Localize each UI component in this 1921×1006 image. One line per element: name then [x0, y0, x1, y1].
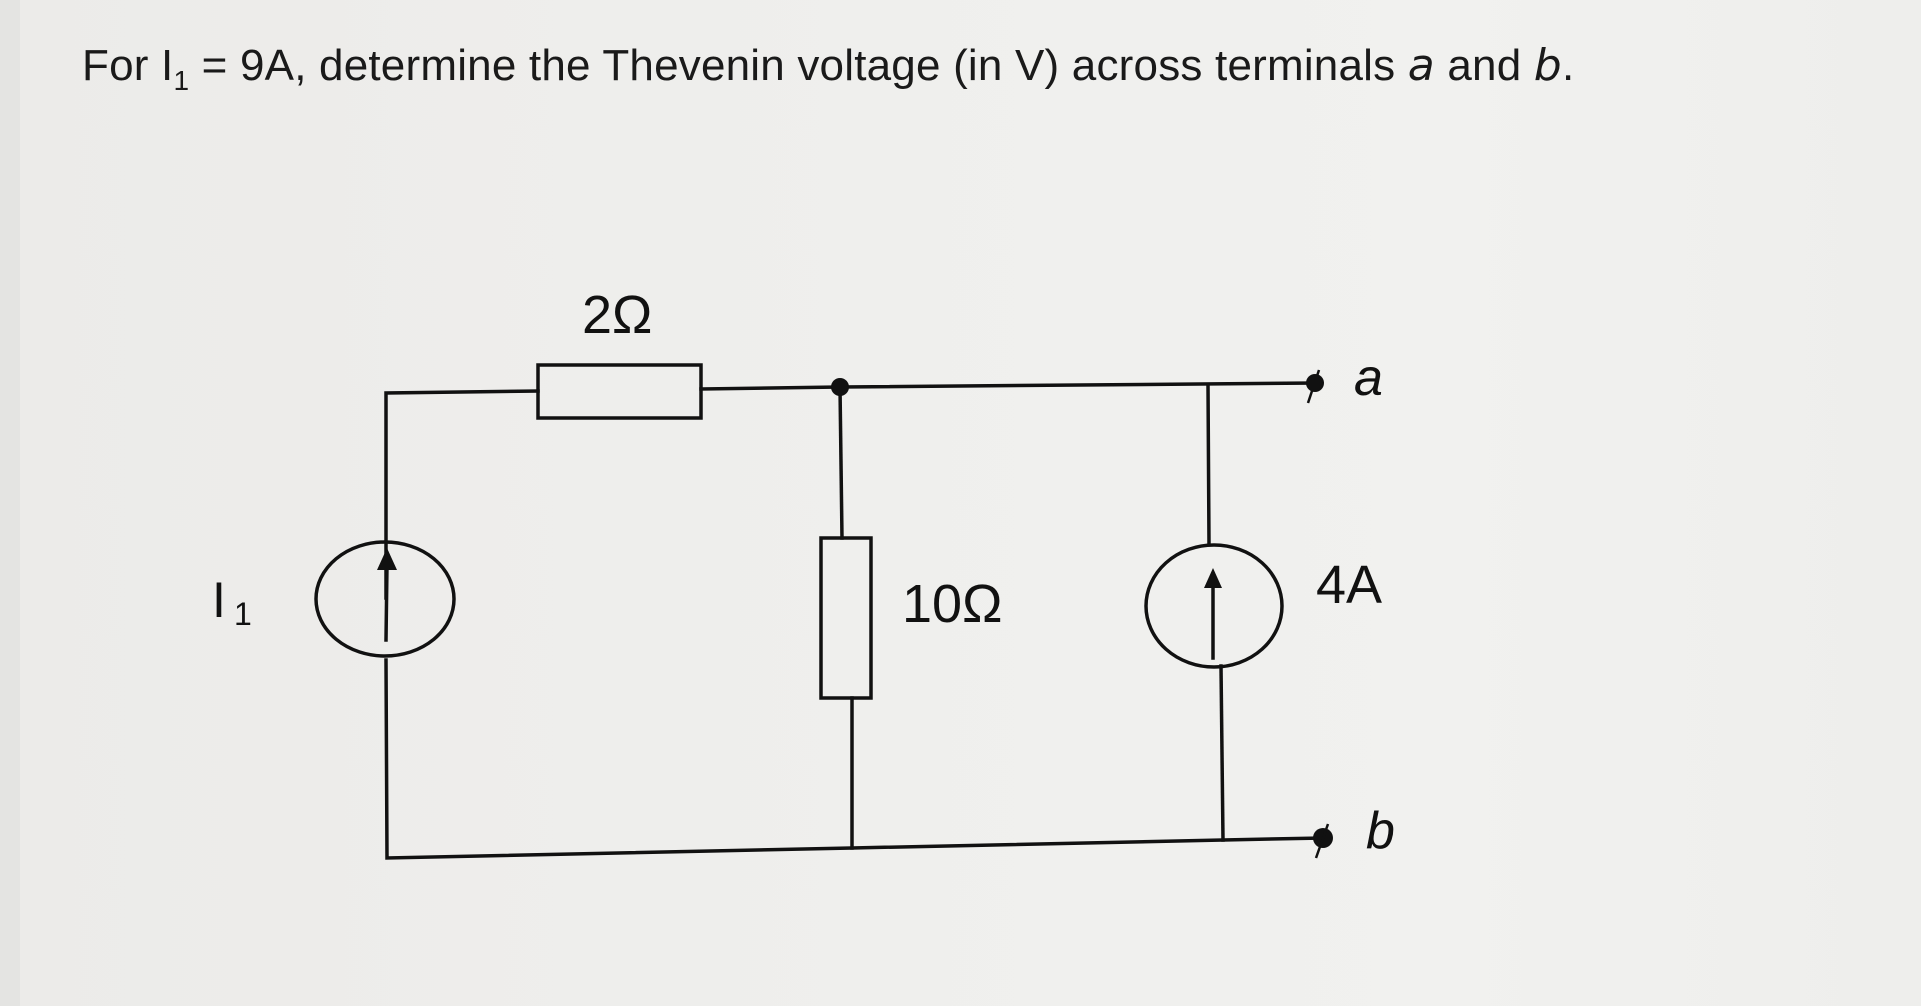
- resistor-10ohm: [819, 536, 873, 700]
- label-10ohm: 10Ω: [902, 574, 1002, 634]
- resistor-2ohm: [536, 363, 703, 420]
- junction-node: [831, 378, 849, 396]
- terminal-b-tick: [1314, 823, 1330, 859]
- question-middle: = 9A, determine the Thevenin voltage (in…: [189, 41, 1408, 90]
- question-conjunction: and: [1434, 41, 1534, 90]
- question-text: For I1 = 9A, determine the Thevenin volt…: [82, 40, 1574, 97]
- question-terminal-b: b: [1533, 40, 1562, 91]
- page-background: [20, 0, 1921, 1006]
- wire-mid-top: [838, 385, 844, 540]
- wire-top: [699, 381, 1317, 391]
- arrow-4a-head: [1204, 568, 1222, 588]
- wire-right-top: [1206, 383, 1211, 546]
- label-terminal-b: b: [1366, 802, 1395, 860]
- current-source-4a: [1144, 543, 1284, 669]
- question-terminal-a: a: [1407, 40, 1435, 91]
- arrow-i1-shaft: [384, 563, 389, 642]
- label-terminal-a: a: [1354, 349, 1383, 407]
- wire-left-top: [384, 389, 540, 600]
- label-4a: 4A: [1316, 555, 1382, 615]
- question-subscript: 1: [173, 64, 190, 96]
- wire-right-bottom: [1219, 664, 1225, 842]
- label-2ohm: 2Ω: [582, 285, 652, 345]
- arrow-i1-head: [377, 548, 397, 570]
- label-i1-name: I: [212, 572, 226, 628]
- question-prefix: For I: [82, 41, 174, 90]
- question-end: .: [1561, 41, 1575, 90]
- label-i1-subscript: 1: [234, 596, 252, 632]
- terminal-a-tick: [1306, 369, 1321, 404]
- wire-bottom: [384, 658, 1324, 860]
- current-source-i1: [314, 540, 456, 658]
